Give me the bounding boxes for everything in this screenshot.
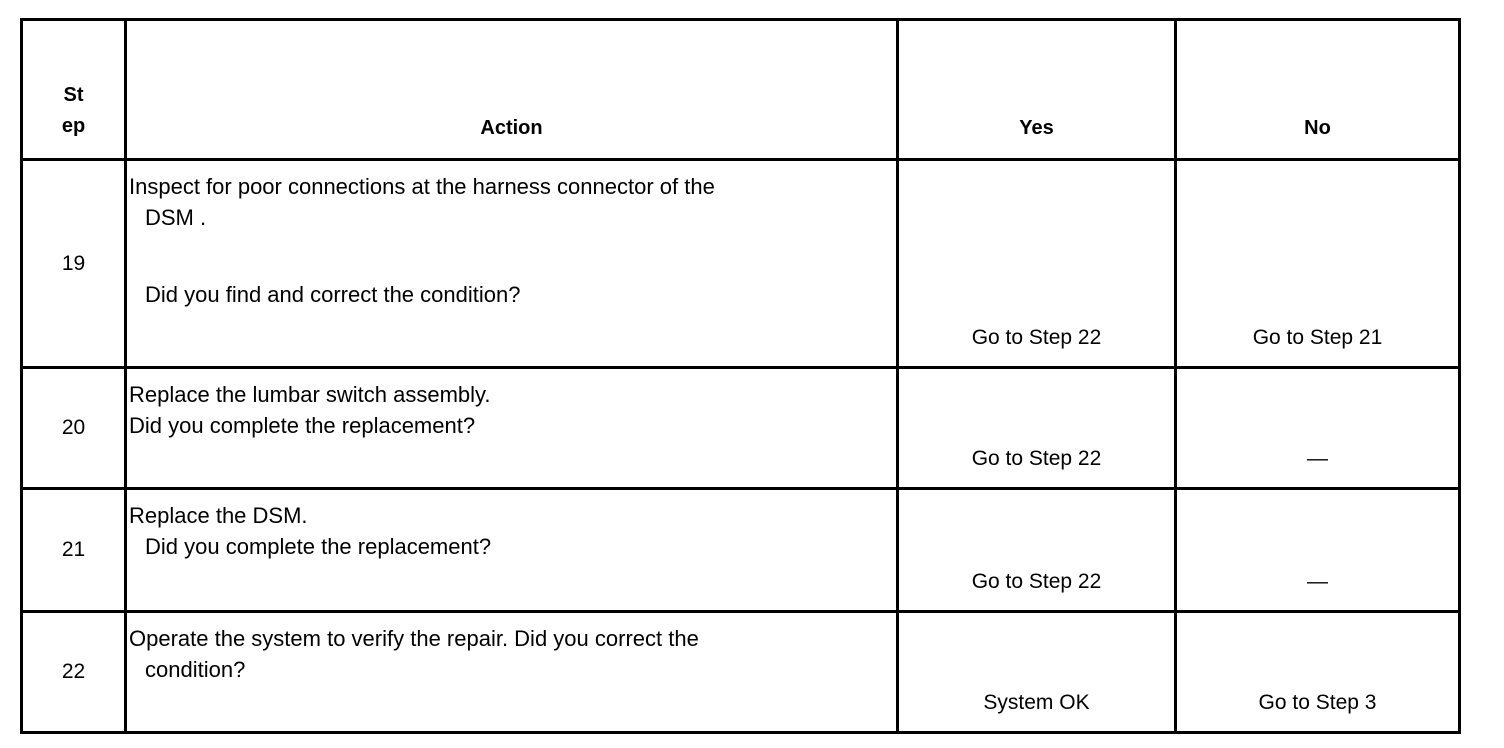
no-branch-text: Go to Step 21 (1252, 326, 1383, 349)
no-branch-text: — (1307, 447, 1328, 470)
step-number: 21 (61, 538, 86, 561)
action-text-line: DSM . (145, 205, 207, 231)
action-cell: Inspect for poor connections at the harn… (124, 158, 899, 369)
column-header-action: Action (124, 18, 899, 161)
step-number-cell: 19 (20, 158, 127, 369)
action-cell: Operate the system to verify the repair.… (124, 610, 899, 734)
yes-branch-text: Go to Step 22 (971, 326, 1102, 349)
action-question-line: Did you complete the replacement? (145, 534, 492, 560)
table-row: 22 Operate the system to verify the repa… (20, 610, 1461, 734)
step-number-cell: 20 (20, 366, 127, 490)
yes-branch-text: System OK (983, 691, 1090, 714)
yes-branch-cell: Go to Step 22 (896, 487, 1177, 613)
action-spacer (129, 233, 890, 279)
no-branch-cell: — (1174, 366, 1461, 490)
step-number: 19 (61, 251, 86, 275)
no-branch-cell: — (1174, 487, 1461, 613)
table-row: 21 Replace the DSM. Did you complete the… (20, 487, 1461, 613)
table-row: 20 Replace the lumbar switch assembly. D… (20, 366, 1461, 490)
no-branch-text: — (1307, 570, 1328, 593)
column-header-step-line2: ep (61, 115, 86, 137)
column-header-yes: Yes (896, 18, 1177, 161)
no-branch-cell: Go to Step 21 (1174, 158, 1461, 369)
column-header-action-label: Action (480, 117, 543, 139)
action-question-line: Did you complete the replacement? (129, 413, 476, 439)
column-header-step-line1: St (63, 84, 84, 106)
column-header-no-label: No (1304, 117, 1331, 139)
yes-branch-cell: Go to Step 22 (896, 366, 1177, 490)
step-number: 22 (61, 660, 86, 683)
action-text-line: Replace the DSM. (129, 503, 308, 528)
action-question-line: condition? (145, 657, 246, 683)
no-branch-cell: Go to Step 3 (1174, 610, 1461, 734)
step-number-cell: 21 (20, 487, 127, 613)
action-question-line: Did you find and correct the condition? (145, 282, 521, 308)
yes-branch-text: Go to Step 22 (971, 570, 1102, 593)
column-header-yes-label: Yes (1019, 117, 1054, 139)
yes-branch-text: Go to Step 22 (971, 447, 1102, 470)
diagnostic-steps-table: St ep Action Yes No (20, 18, 1461, 734)
yes-branch-cell: System OK (896, 610, 1177, 734)
action-cell: Replace the lumbar switch assembly. Did … (124, 366, 899, 490)
yes-branch-cell: Go to Step 22 (896, 158, 1177, 369)
action-cell: Replace the DSM. Did you complete the re… (124, 487, 899, 613)
column-header-no: No (1174, 18, 1461, 161)
no-branch-text: Go to Step 3 (1258, 691, 1377, 714)
action-text-line: Replace the lumbar switch assembly. (129, 382, 491, 407)
table-header-row: St ep Action Yes No (20, 18, 1461, 161)
column-header-step: St ep (20, 18, 127, 161)
action-text-line: Inspect for poor connections at the harn… (129, 174, 715, 199)
table-row: 19 Inspect for poor connections at the h… (20, 158, 1461, 369)
step-number-cell: 22 (20, 610, 127, 734)
step-number: 20 (61, 416, 86, 439)
action-text-line: Operate the system to verify the repair.… (129, 626, 699, 651)
